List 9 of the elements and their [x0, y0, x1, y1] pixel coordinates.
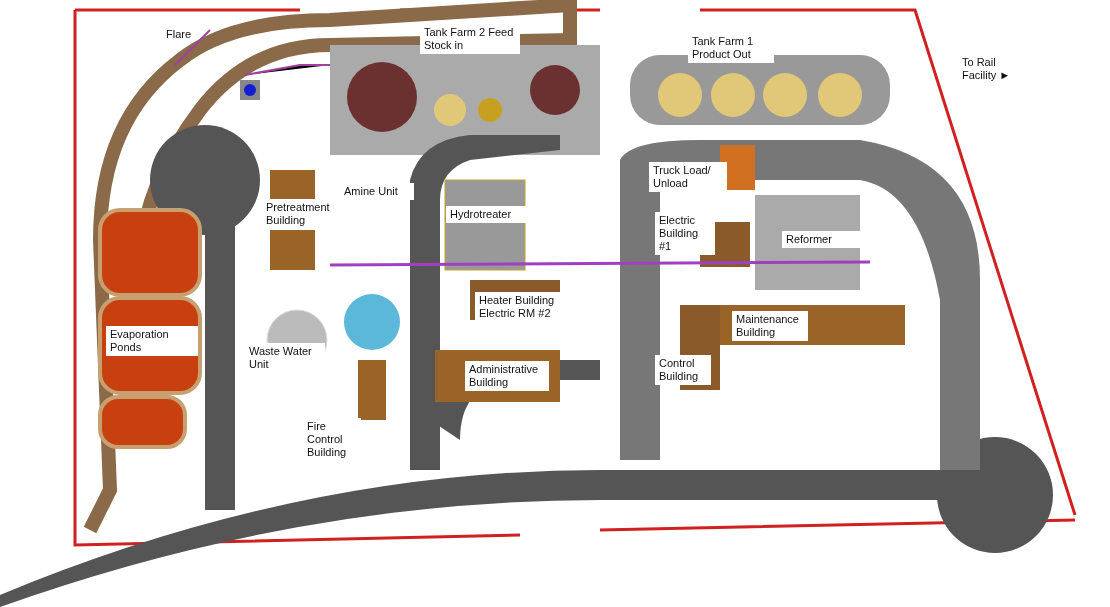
building-label: Maintenance Building — [732, 311, 808, 341]
flare-label: Flare — [165, 27, 193, 42]
truck-area-label: Truck Load/ Unload — [649, 162, 727, 192]
building-label: Control Building — [655, 355, 711, 385]
unit-label: Reformer — [782, 231, 860, 248]
building-label: Electric Building #1 — [655, 212, 715, 255]
building-label: Administrative Building — [465, 361, 549, 391]
rail-direction-label: To Rail Facility ► — [961, 55, 1012, 83]
pond-label: Evaporation Ponds — [106, 326, 198, 356]
